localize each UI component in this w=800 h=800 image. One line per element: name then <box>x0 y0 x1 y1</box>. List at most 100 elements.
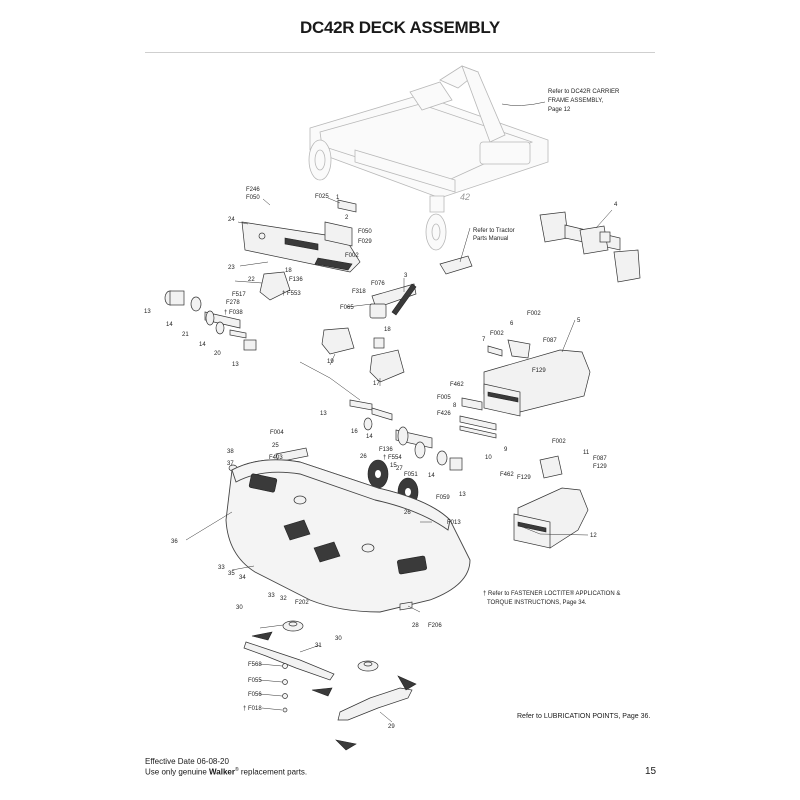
callout-label: 33 <box>268 593 275 599</box>
callout-label: 34 <box>239 575 246 581</box>
callout-label: F002 <box>552 439 566 445</box>
callout-label: 23 <box>228 265 235 271</box>
callout-label: F462 <box>450 382 464 388</box>
loctite-note-line2: TORQUE INSTRUCTIONS, Page 34. <box>487 600 587 606</box>
callout-label: 36 <box>171 539 178 545</box>
callout-label: 24 <box>228 217 235 223</box>
callout-label: F426 <box>437 411 451 417</box>
callout-label: F002 <box>345 253 359 259</box>
callout-label: F318 <box>352 289 366 295</box>
blade-31 <box>243 631 335 697</box>
callout-label: 33 <box>218 565 225 571</box>
callout-label: 16 <box>351 429 358 435</box>
callout-label: 15 <box>390 463 397 469</box>
callout-label: 18 <box>285 268 292 274</box>
callout-label: 5 <box>577 318 581 324</box>
callout-label: F206 <box>428 623 442 629</box>
callout-label: 20 <box>214 351 221 357</box>
callout-label: 14 <box>366 434 373 440</box>
callout-label: 14 <box>428 473 435 479</box>
callout-label: 29 <box>388 724 395 730</box>
callout-label: 10 <box>485 455 492 461</box>
callout-label: 13 <box>459 492 466 498</box>
right-spindle-gearbox <box>349 337 405 421</box>
mower-deck <box>225 459 471 613</box>
callout-label: F065 <box>340 305 354 311</box>
blade-hubs <box>282 620 379 713</box>
callout-label: 1 <box>336 195 340 201</box>
callout-label: 22 <box>248 277 255 283</box>
carrier-note-line3: Page 12 <box>548 107 571 113</box>
callout-label: 38 <box>227 449 234 455</box>
callout-label: 14 <box>199 342 206 348</box>
callout-label: † F554 <box>383 455 402 461</box>
callout-label: 31 <box>315 643 322 649</box>
callout-label: F056 <box>248 692 262 698</box>
callout-label: 18 <box>384 327 391 333</box>
callout-label: 3 <box>404 273 408 279</box>
page-number: 15 <box>645 766 657 777</box>
callout-label: F029 <box>358 239 372 245</box>
callout-label: F051 <box>404 472 418 478</box>
callout-label: F129 <box>593 464 607 470</box>
tractor-note-line1: Refer to Tractor <box>473 228 515 234</box>
callout-label: 7 <box>482 337 486 343</box>
callout-label: F002 <box>490 331 504 337</box>
discharge-chute-12 <box>513 487 589 549</box>
callout-label: F568 <box>248 662 262 668</box>
left-spindle-parts <box>164 290 355 355</box>
callout-label: F403 <box>269 455 283 461</box>
callout-label: F050 <box>358 229 372 235</box>
callout-label: † F038 <box>224 310 243 316</box>
callout-label: 8 <box>453 403 457 409</box>
gearbox-housing <box>241 199 473 319</box>
callout-label: 2 <box>345 215 349 221</box>
genuine-prefix: Use only genuine <box>145 767 210 777</box>
callout-label: 13 <box>232 362 239 368</box>
diagram-notes: Refer to DC42R CARRIER FRAME ASSEMBLY, P… <box>473 89 620 606</box>
callout-label: 26 <box>360 454 367 460</box>
callout-label: † F018 <box>243 706 262 712</box>
callout-label: F278 <box>226 300 240 306</box>
effective-date: Effective Date 06-08-20 <box>145 757 229 766</box>
callout-label: 19 <box>327 359 334 365</box>
callout-label: F129 <box>517 475 531 481</box>
callout-label: 13 <box>144 309 151 315</box>
tractor-note-line2: Parts Manual <box>473 236 508 242</box>
callout-label: F517 <box>232 292 246 298</box>
callout-label: 32 <box>280 596 287 602</box>
brand-name: Walker <box>209 767 235 777</box>
callout-label: F002 <box>527 311 541 317</box>
callout-label: F076 <box>371 281 385 287</box>
callout-label: 12 <box>590 533 597 539</box>
leader-lines <box>185 197 613 723</box>
callout-label: 21 <box>182 332 189 338</box>
callout-label: 11 <box>583 450 590 456</box>
blade-29 <box>335 675 417 751</box>
callout-label: F087 <box>543 338 557 344</box>
discharge-chute-5 <box>459 349 591 439</box>
part-callouts: F246 F050 F025 1 2 F050 F029 F002 24 23 … <box>144 187 618 730</box>
callout-label: F059 <box>436 495 450 501</box>
callout-label: 9 <box>504 447 508 453</box>
callout-label: 35 <box>228 571 235 577</box>
title-rule <box>145 52 655 53</box>
callout-label: F013 <box>447 520 461 526</box>
callout-label: 17 <box>373 381 380 387</box>
callout-label: 13 <box>320 411 327 417</box>
chute-brackets <box>487 339 563 479</box>
callout-label: 4 <box>614 202 618 208</box>
callout-label: 26 <box>404 510 411 516</box>
registered-mark: ® <box>234 767 239 773</box>
callout-label: F055 <box>248 678 262 684</box>
gearbox-assembly-4 <box>539 211 641 283</box>
callout-label: 14 <box>166 322 173 328</box>
right-spindle-parts <box>363 417 463 471</box>
callout-label: 30 <box>335 636 342 642</box>
callout-label: F005 <box>437 395 451 401</box>
genuine-parts-note: Use only genuine Walker® replacement par… <box>145 767 307 777</box>
callout-label: F025 <box>315 194 329 200</box>
loctite-note-line1: † Refer to FASTENER LOCTITE® APPLICATION… <box>483 590 620 597</box>
callout-label: F050 <box>246 195 260 201</box>
